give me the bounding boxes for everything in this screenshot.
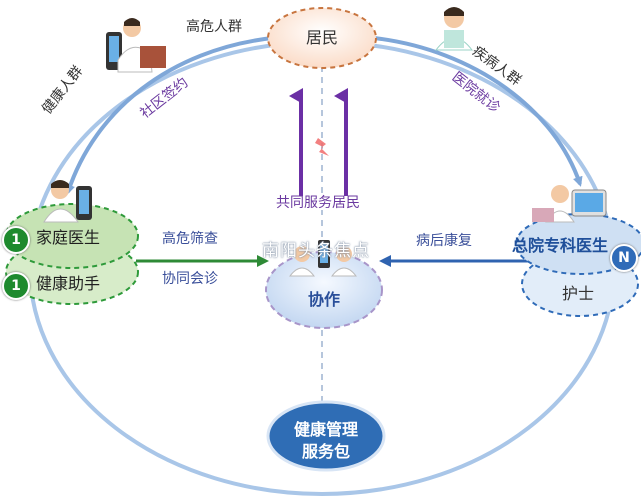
arrow-to-specialist xyxy=(373,36,583,187)
service-package-line2: 服务包 xyxy=(302,442,351,461)
doctor-icon-highrisk xyxy=(106,18,166,73)
family-doctor-badge: 1 xyxy=(2,226,30,254)
health-assistant-badge: 1 xyxy=(2,272,30,300)
specialist-badge: N xyxy=(610,244,638,272)
service-package-node xyxy=(266,400,386,472)
specialist-label: 总院专科医生 xyxy=(512,236,609,255)
top-node xyxy=(267,7,377,69)
high-risk-caption: 高危人群 xyxy=(186,19,242,35)
rehab-caption: 病后康复 xyxy=(416,233,472,249)
family-doctor-icon xyxy=(43,180,92,223)
spark-icon xyxy=(315,138,329,156)
watermark: 南阳头条焦点 xyxy=(262,241,370,261)
nurse-label: 护士 xyxy=(562,284,595,303)
specialist-icon xyxy=(532,185,607,223)
arrow-to-family-doctor xyxy=(65,36,273,195)
collab-label: 协作 xyxy=(308,290,341,309)
screening-caption: 高危筛查 xyxy=(162,231,218,247)
residents-label: 居民 xyxy=(306,28,339,47)
collab-doctors-icon xyxy=(288,240,358,277)
patient-icon xyxy=(434,7,474,51)
consultation-caption: 协同会诊 xyxy=(162,271,218,287)
serve-together-caption: 共同服务居民 xyxy=(276,195,360,211)
health-assistant-label: 健康助手 xyxy=(36,274,101,293)
family-doctor-label: 家庭医生 xyxy=(36,228,101,247)
family-doctor-node xyxy=(5,203,139,269)
service-package-line1: 健康管理 xyxy=(294,420,359,439)
